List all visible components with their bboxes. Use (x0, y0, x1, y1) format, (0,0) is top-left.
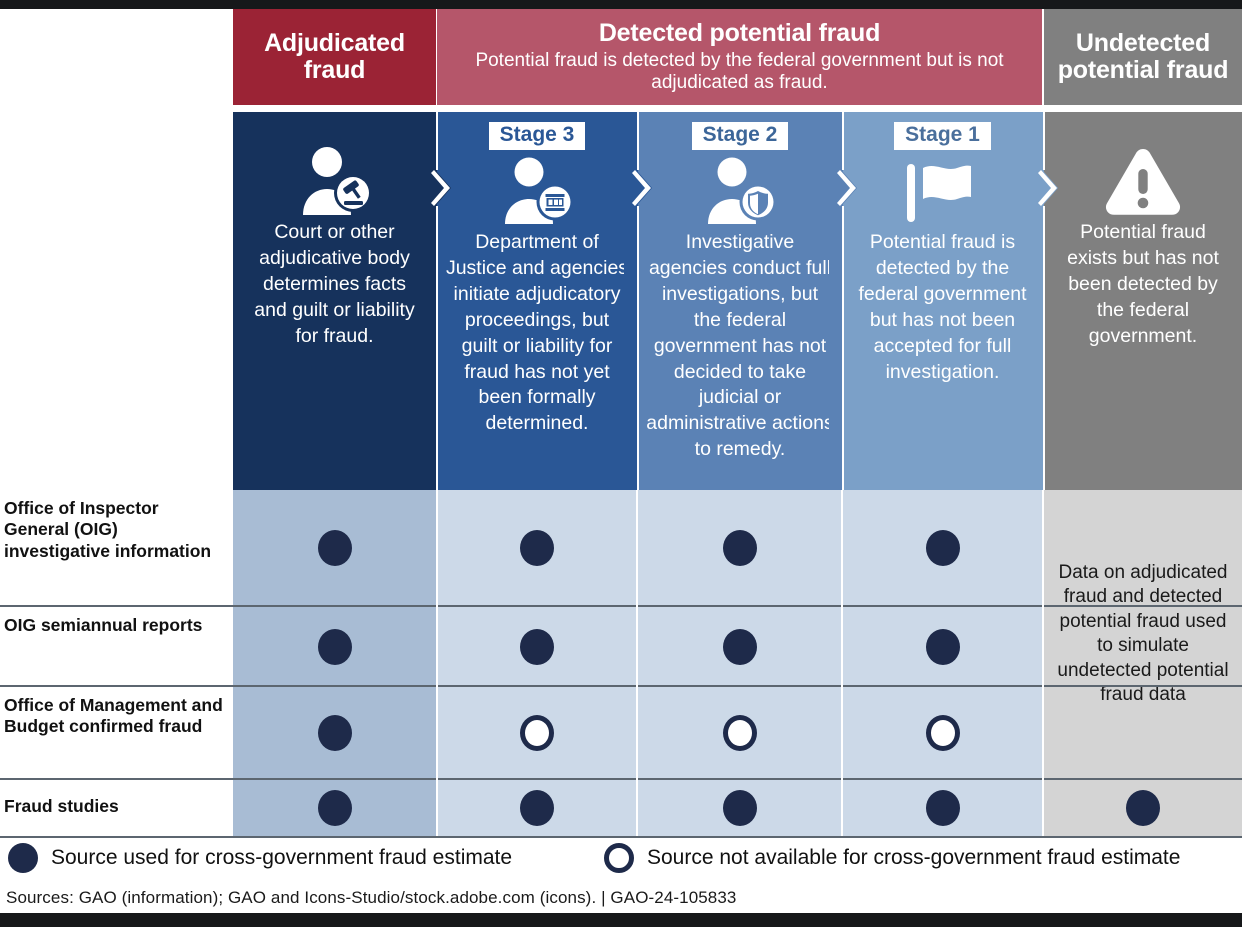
warning-triangle-icon (1044, 142, 1242, 220)
table-row: Office of Management and Budget confirme… (0, 687, 1242, 779)
stage-description-stage3: Department of Justice and agencies initi… (445, 230, 629, 435)
dot-filled (723, 790, 757, 826)
cell-r3-c0 (233, 780, 436, 836)
cell-r1-c3 (843, 607, 1042, 686)
stage-column-stage2: Stage 2 Investigative agencies conduct f… (638, 112, 842, 490)
source-coverage-matrix: Data on adjudicated fraud and detected p… (0, 490, 1242, 838)
dot-filled (317, 530, 352, 566)
legend-item-source-not-available: Source not available for cross-governmen… (604, 843, 1180, 873)
column-gap-0 (436, 490, 438, 836)
dot-hollow (520, 715, 554, 751)
dot-filled (723, 628, 757, 665)
cell-r2-c3 (843, 687, 1042, 779)
cell-r1-c1 (437, 607, 637, 686)
row-divider-2 (0, 685, 1242, 687)
cell-r3-c3 (843, 780, 1042, 836)
dot-filled (317, 790, 352, 826)
table-row: Office of Inspector General (OIG) invest… (0, 490, 1242, 606)
dot-filled (925, 790, 960, 826)
dot-filled (317, 628, 352, 665)
header-title-detected: Detected potential fraud (598, 18, 881, 47)
column-gap-2 (841, 490, 843, 836)
stage-column-undetected: Potential fraud exists but has not been … (1044, 112, 1242, 490)
stage-badge-1: Stage 1 (894, 122, 991, 150)
flag-icon (843, 152, 1042, 230)
dot-filled (723, 530, 757, 566)
cell-r1-c2 (638, 607, 842, 686)
stage-column-stage3: Stage 3 Department of Justice and agenci… (437, 112, 637, 490)
cell-r3-c4 (1044, 780, 1242, 836)
person-shield-icon (638, 152, 842, 230)
dot-filled (520, 628, 554, 665)
header-subtitle-detected: Potential fraud is detected by the feder… (475, 49, 1004, 93)
top-black-bar (0, 0, 1242, 9)
header-banner-adjudicated: Adjudicated fraud (233, 9, 436, 105)
column-gap-1 (636, 490, 638, 836)
person-court-building-icon (437, 152, 637, 230)
cell-r0-c0 (233, 490, 436, 606)
legend-item-source-used: Source used for cross-government fraud e… (8, 843, 512, 873)
header-title-undetected: Undetected potential fraud (1057, 29, 1229, 84)
dot-filled (925, 530, 960, 566)
cell-r2-c1 (437, 687, 637, 779)
dot-filled (317, 715, 352, 751)
stage-badge-2: Stage 2 (691, 122, 789, 150)
legend-label-source-used: Source used for cross-government fraud e… (51, 846, 513, 869)
row-label-oig-semiannual: OIG semiannual reports (4, 615, 203, 635)
header-banner-detected: Detected potential fraud Potential fraud… (437, 9, 1042, 105)
stage-column-adjudicated: Court or other adjudicative body determi… (233, 112, 436, 490)
legend-dot-filled-icon (8, 843, 38, 873)
dot-hollow (925, 715, 960, 751)
row-divider-3 (0, 778, 1242, 780)
table-row: OIG semiannual reports (0, 607, 1242, 686)
row-label-oig-investigative: Office of Inspector General (OIG) invest… (4, 498, 212, 561)
row-label-fraud-studies: Fraud studies (4, 796, 119, 816)
cell-r1-c0 (233, 607, 436, 686)
dot-filled (925, 628, 960, 665)
stage-description-stage2: Investigative agencies conduct full inve… (646, 230, 834, 461)
cell-r3-c2 (638, 780, 842, 836)
dot-filled (1126, 790, 1160, 826)
header-banner-undetected: Undetected potential fraud (1044, 9, 1242, 105)
column-gap-3 (1042, 490, 1044, 836)
stage-description-undetected: Potential fraud exists but has not been … (1067, 221, 1219, 347)
sources-line: Sources: GAO (information); GAO and Icon… (6, 888, 737, 907)
row-label-omb-confirmed-fraud: Office of Management and Budget confirme… (4, 695, 223, 737)
row-divider-1 (0, 605, 1242, 607)
cell-r2-c2 (638, 687, 842, 779)
header-title-adjudicated: Adjudicated fraud (264, 29, 405, 84)
legend-label-source-not-available: Source not available for cross-governmen… (647, 846, 1181, 869)
table-row: Fraud studies (0, 780, 1242, 836)
stage-description-stage1: Potential fraud is detected by the feder… (858, 230, 1027, 383)
legend-dot-hollow-icon (604, 843, 634, 873)
row-divider-4 (0, 836, 1242, 838)
legend: Source used for cross-government fraud e… (0, 840, 1242, 882)
cell-r0-c3 (843, 490, 1042, 606)
dot-filled (520, 790, 554, 826)
undetected-simulation-note: Data on adjudicated fraud and detected p… (1044, 490, 1242, 778)
bottom-black-bar (0, 913, 1242, 927)
stage-description-adjudicated: Court or other adjudicative body determi… (254, 221, 415, 347)
dot-filled (520, 530, 554, 566)
dot-hollow (723, 715, 757, 751)
cell-r2-c0 (233, 687, 436, 779)
person-gavel-icon (233, 142, 436, 220)
cell-r0-c1 (437, 490, 637, 606)
cell-r3-c1 (437, 780, 637, 836)
stage-badge-3: Stage 3 (488, 122, 586, 150)
stage-column-stage1: Stage 1 Potential fraud is detected by t… (843, 112, 1042, 490)
cell-r0-c2 (638, 490, 842, 606)
